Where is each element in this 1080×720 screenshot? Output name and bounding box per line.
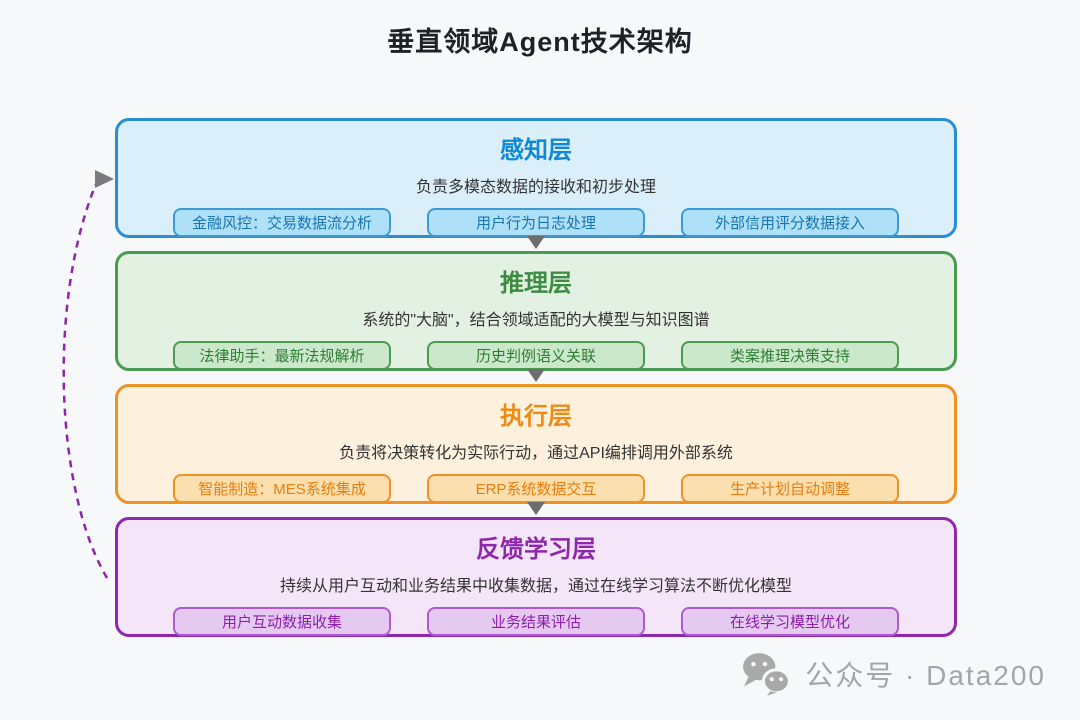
tag: 业务结果评估 [427,607,645,636]
wechat-icon [743,653,792,696]
flow-down-arrow-icon [527,236,545,249]
tag: 法律助手：最新法规解析 [173,341,391,370]
wechat-footer: 公众号 · Data200 [741,652,1046,696]
tag: 金融风控：交易数据流分析 [173,208,391,237]
feedback-arrowhead-icon [95,170,114,188]
layer-perception: 感知层 负责多模态数据的接收和初步处理 金融风控：交易数据流分析 用户行为日志处… [115,118,957,249]
tag: 用户互动数据收集 [173,607,391,636]
tag: ERP系统数据交互 [427,474,645,503]
layer-description: 负责将决策转化为实际行动，通过API编排调用外部系统 [339,445,733,462]
layer-description: 系统的"大脑"，结合领域适配的大模型与知识图谱 [362,312,710,329]
layer-title: 执行层 [500,403,572,430]
tag-row: 用户互动数据收集 业务结果评估 在线学习模型优化 [173,607,899,636]
tag-row: 金融风控：交易数据流分析 用户行为日志处理 外部信用评分数据接入 [173,208,899,237]
tag: 用户行为日志处理 [427,208,645,237]
layer-title: 推理层 [500,270,572,297]
layer-reasoning: 推理层 系统的"大脑"，结合领域适配的大模型与知识图谱 法律助手：最新法规解析 … [115,251,957,382]
tag: 生产计划自动调整 [681,474,899,503]
tag: 外部信用评分数据接入 [681,208,899,237]
layer-description: 持续从用户互动和业务结果中收集数据，通过在线学习算法不断优化模型 [279,578,792,595]
tag-row: 智能制造：MES系统集成 ERP系统数据交互 生产计划自动调整 [173,474,899,503]
layer-title: 反馈学习层 [476,536,596,563]
feedback-dashed-curve [62,183,109,579]
layer-title: 感知层 [500,137,572,164]
tag: 在线学习模型优化 [681,607,899,636]
tag: 智能制造：MES系统集成 [173,474,391,503]
tag: 类案推理决策支持 [681,341,899,370]
tag-row: 法律助手：最新法规解析 历史判例语义关联 类案推理决策支持 [173,341,899,370]
tag: 历史判例语义关联 [427,341,645,370]
layer-execution: 执行层 负责将决策转化为实际行动，通过API编排调用外部系统 智能制造：MES系… [115,384,957,515]
layer-feedback-learning: 反馈学习层 持续从用户互动和业务结果中收集数据，通过在线学习算法不断优化模型 用… [115,517,957,637]
page-title: 垂直领域Agent技术架构 [387,27,693,57]
layer-stack: 感知层 负责多模态数据的接收和初步处理 金融风控：交易数据流分析 用户行为日志处… [115,118,957,650]
flow-down-arrow-icon [527,369,545,382]
flow-down-arrow-icon [527,502,545,515]
wechat-account-label: 公众号 · Data200 [805,660,1046,691]
layer-description: 负责多模态数据的接收和初步处理 [415,179,656,196]
